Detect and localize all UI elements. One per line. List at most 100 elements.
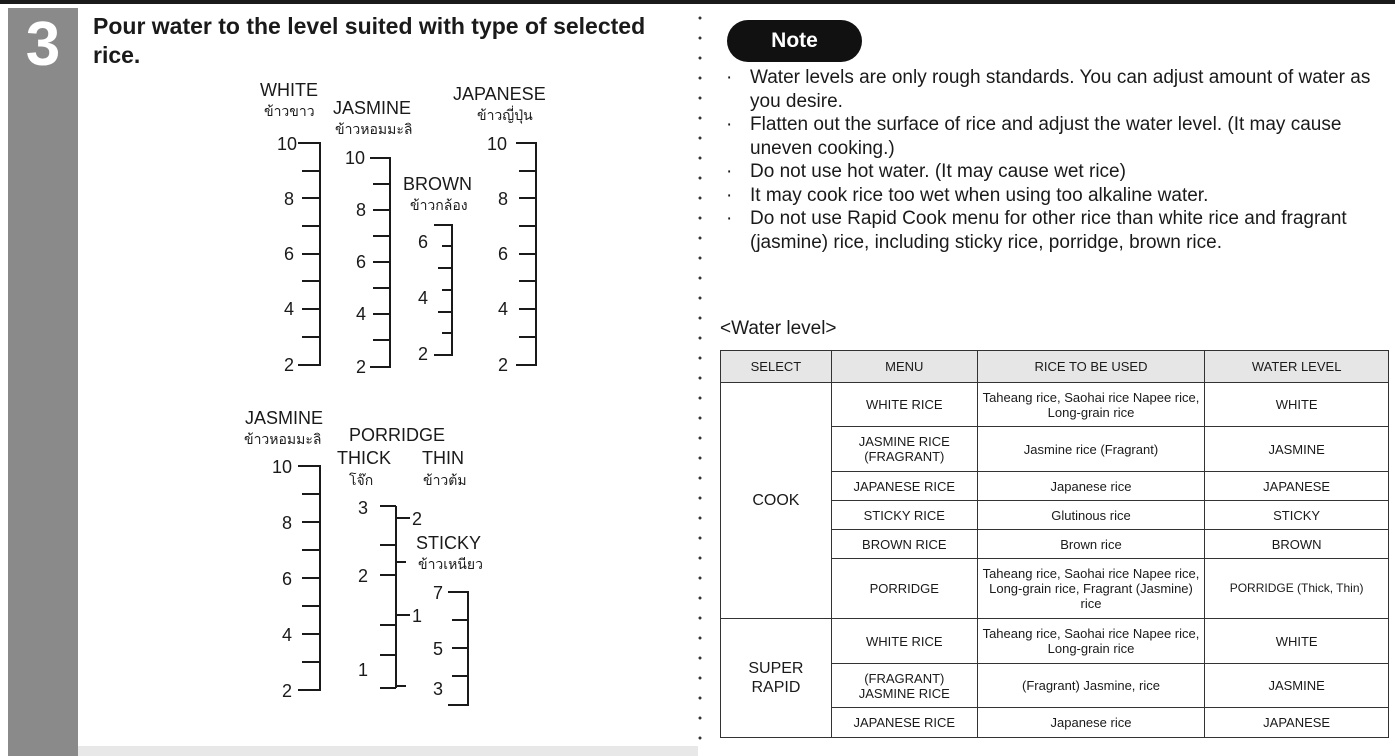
table-row: SUPER RAPID WHITE RICE Taheang rice, Sao… bbox=[720, 618, 1389, 738]
scale-jasmine2-label: JASMINE bbox=[245, 408, 323, 428]
table-row: JAPANESE RICE Japanese rice JAPANESE bbox=[721, 707, 1389, 738]
note-badge: Note bbox=[727, 20, 862, 62]
water-level-table: SELECT MENU RICE TO BE USED WATER LEVEL … bbox=[720, 350, 1389, 738]
menu-cell: BROWN RICE bbox=[830, 529, 978, 559]
note-text: Water levels are only rough standards. Y… bbox=[750, 67, 1371, 112]
scale-white-tick: 6 bbox=[284, 244, 294, 264]
scale-white-tick: 10 bbox=[277, 134, 297, 154]
step-heading: Pour water to the level suited with type… bbox=[93, 13, 646, 68]
scale-jasmine-tick: 2 bbox=[356, 357, 366, 377]
scale-sticky-tick: 5 bbox=[433, 639, 443, 659]
scale-jasmine: JASMINE ข้าวหอมมะลิ 10 8 6 4 2 bbox=[333, 98, 413, 377]
note-item: ·It may cook rice too wet when using too… bbox=[718, 184, 1378, 208]
table-row: COOK WHITE RICE Taheang rice, Saohai ric… bbox=[720, 382, 1389, 619]
note-item: · Do not use Rapid Cook menu for other ri… bbox=[718, 207, 1378, 254]
note-bullet: · bbox=[726, 184, 733, 206]
rice-cell: Taheang rice, Saohai rice Napee rice, Lo… bbox=[976, 618, 1206, 664]
scale-porridge-label: PORRIDGE bbox=[349, 425, 445, 445]
scale-jasmine-tick: 6 bbox=[356, 252, 366, 272]
rice-cell: Brown rice bbox=[976, 529, 1206, 559]
note-bullet: · bbox=[726, 208, 733, 229]
note-bullet: · bbox=[726, 161, 733, 182]
scale-japanese: JAPANESE ข้าวญี่ปุ่น 10 8 6 4 2 bbox=[453, 84, 546, 375]
menu-cell: WHITE RICE bbox=[830, 382, 978, 427]
scale-brown-tick: 4 bbox=[418, 288, 428, 308]
scale-jasmine-thai: ข้าวหอมมะลิ bbox=[335, 122, 413, 138]
scale-japanese-tick: 8 bbox=[498, 189, 508, 209]
step-number: 3 bbox=[25, 10, 61, 79]
scale-porridge-thick-label: THICK bbox=[337, 448, 391, 468]
level-cell: STICKY bbox=[1204, 500, 1389, 530]
scale-brown-label: BROWN bbox=[403, 174, 472, 194]
rice-cell: Glutinous rice bbox=[976, 500, 1206, 530]
scale-jasmine2-tick: 4 bbox=[282, 625, 292, 645]
scale-jasmine2-thai: ข้าวหอมมะลิ bbox=[244, 432, 322, 448]
col-header-select: SELECT bbox=[720, 350, 832, 383]
scale-jasmine-label: JASMINE bbox=[333, 98, 411, 118]
menu-cell: JASMINE RICE (FRAGRANT) bbox=[830, 426, 978, 472]
scale-japanese-tick: 4 bbox=[498, 299, 508, 319]
col-header-menu: MENU bbox=[830, 350, 978, 383]
note-bullet: · bbox=[726, 114, 733, 135]
menu-cell: STICKY RICE bbox=[830, 500, 978, 530]
scale-porridge-thin-tick: 2 bbox=[412, 509, 422, 529]
menu-cell: JAPANESE RICE bbox=[830, 707, 978, 738]
select-cell: COOK bbox=[720, 382, 832, 619]
scale-japanese-tick: 2 bbox=[498, 355, 508, 375]
water-level-title: <Water level> bbox=[720, 318, 837, 339]
scale-white-thai: ข้าวขาว bbox=[264, 104, 315, 120]
note-text: Do not use Rapid Cook menu for other ric… bbox=[750, 208, 1347, 253]
select-cell: SUPER RAPID bbox=[720, 618, 832, 738]
scale-japanese-tick: 6 bbox=[498, 244, 508, 264]
scale-white: WHITE ข้าวขาว 10 8 6 4 2 bbox=[260, 80, 321, 375]
note-text: Flatten out the surface of rice and adju… bbox=[750, 114, 1342, 159]
scale-brown-tick: 2 bbox=[418, 344, 428, 364]
scale-porridge-thick-tick: 1 bbox=[358, 660, 368, 680]
scale-japanese-thai: ข้าวญี่ปุ่น bbox=[477, 106, 533, 124]
menu-cell: (FRAGRANT) JASMINE RICE bbox=[830, 663, 978, 708]
dotted-divider bbox=[693, 8, 707, 753]
rice-cell: Taheang rice, Saohai rice Napee rice, Lo… bbox=[976, 558, 1206, 619]
scale-porridge: PORRIDGE THICK THIN โจ๊ก ข้าวต้ม 3 2 1 2… bbox=[337, 425, 467, 689]
scale-jasmine2-tick: 6 bbox=[282, 569, 292, 589]
table-row: BROWN RICE Brown rice BROWN bbox=[721, 529, 1389, 559]
table-row: (FRAGRANT) JASMINE RICE (Fragrant) Jasmi… bbox=[721, 663, 1389, 708]
level-cell: BROWN bbox=[1204, 529, 1389, 559]
level-cell: WHITE bbox=[1204, 618, 1389, 664]
menu-cell: WHITE RICE bbox=[830, 618, 978, 664]
table-row: JAPANESE RICE Japanese rice JAPANESE bbox=[721, 471, 1389, 501]
col-header-water-level: WATER LEVEL bbox=[1204, 350, 1389, 383]
scale-porridge-thick-tick: 3 bbox=[358, 498, 368, 518]
scale-porridge-thin-thai: ข้าวต้ม bbox=[423, 473, 467, 489]
scale-white-tick: 4 bbox=[284, 299, 294, 319]
scale-japanese-tick: 10 bbox=[487, 134, 507, 154]
scale-porridge-thick-tick: 2 bbox=[358, 566, 368, 586]
scale-white-label: WHITE bbox=[260, 80, 318, 100]
note-bullet: · bbox=[726, 67, 733, 88]
scale-white-tick: 8 bbox=[284, 189, 294, 209]
scale-sticky: STICKY ข้าวเหนียว 7 5 3 bbox=[416, 533, 483, 706]
scale-jasmine-tick: 8 bbox=[356, 200, 366, 220]
table-row: PORRIDGE Taheang rice, Saohai rice Napee… bbox=[721, 558, 1389, 619]
water-level-scales: WHITE ข้าวขาว 10 8 6 4 2 JASMINE ข้าวหอม… bbox=[244, 80, 546, 706]
rice-cell: (Fragrant) Jasmine, rice bbox=[976, 663, 1206, 708]
level-cell: JASMINE bbox=[1204, 426, 1389, 472]
scale-sticky-thai: ข้าวเหนียว bbox=[418, 557, 483, 573]
level-cell: JASMINE bbox=[1204, 663, 1389, 708]
scale-jasmine-lower: JASMINE ข้าวหอมมะลิ 10 8 6 4 2 bbox=[244, 408, 323, 701]
bottom-band bbox=[78, 746, 698, 756]
table-row: STICKY RICE Glutinous rice STICKY bbox=[721, 500, 1389, 530]
scale-jasmine2-tick: 2 bbox=[282, 681, 292, 701]
scale-brown-tick: 6 bbox=[418, 232, 428, 252]
scale-porridge-thin-tick: 1 bbox=[412, 606, 422, 626]
note-item: · Flatten out the surface of rice and adj… bbox=[718, 113, 1378, 160]
col-header-rice: RICE TO BE USED bbox=[976, 350, 1206, 383]
step-sidebar: 3 bbox=[8, 8, 78, 756]
rice-cell: Jasmine rice (Fragrant) bbox=[976, 426, 1206, 472]
scale-white-tick: 2 bbox=[284, 355, 294, 375]
scale-sticky-tick: 3 bbox=[433, 679, 443, 699]
note-item: · Water levels are only rough standards. … bbox=[718, 66, 1378, 113]
level-cell: WHITE bbox=[1204, 382, 1389, 427]
rice-cell: Japanese rice bbox=[976, 707, 1206, 738]
table-header-row: SELECT MENU RICE TO BE USED WATER LEVEL bbox=[720, 350, 1389, 383]
